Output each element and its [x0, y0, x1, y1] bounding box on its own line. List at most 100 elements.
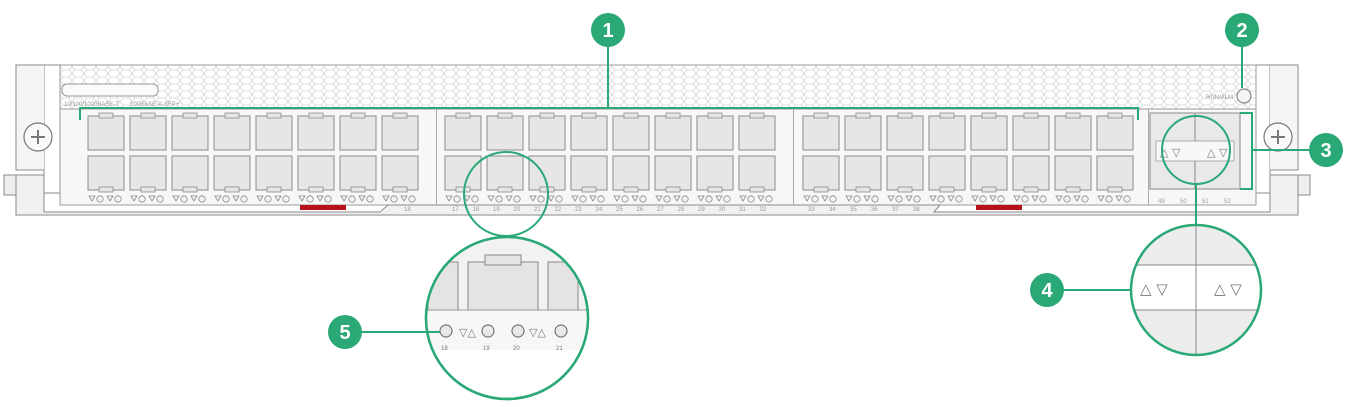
zoom-detail-led: ▽△ ▽△ 18 19 20 21	[424, 235, 590, 401]
rj45-port	[738, 115, 776, 151]
callout-2: 2	[1225, 13, 1259, 47]
port-led	[198, 195, 206, 203]
svg-text:▽△: ▽△	[529, 326, 546, 339]
port-led	[997, 195, 1005, 203]
port-led-indicator	[863, 195, 871, 202]
rj45-port-key	[707, 112, 723, 119]
rj45-port	[213, 115, 251, 151]
port-led-indicator	[232, 195, 240, 202]
port-number: 17	[452, 207, 459, 213]
port-led	[495, 195, 503, 203]
rj45-port-key	[855, 186, 871, 193]
port-led	[537, 195, 545, 203]
rj45-port-key	[182, 186, 198, 193]
port-number: 19	[493, 207, 500, 213]
rj45-port	[171, 155, 209, 191]
port-led-indicator	[673, 195, 681, 202]
rj45-port-key	[939, 112, 955, 119]
rj45-port-key	[98, 112, 114, 119]
port-led	[747, 195, 755, 203]
rj45-port	[528, 115, 566, 151]
port-number: 38	[913, 207, 920, 213]
port-number: 18	[404, 207, 411, 213]
rj45-port-key	[707, 186, 723, 193]
rj45-port-key	[1065, 186, 1081, 193]
port-number: 31	[739, 207, 746, 213]
rj45-port	[802, 115, 840, 151]
port-led	[96, 195, 104, 203]
rj45-port-key	[1065, 112, 1081, 119]
port-led	[453, 195, 461, 203]
label-plate	[61, 83, 159, 97]
rj45-port-key	[1107, 112, 1123, 119]
rj45-port	[802, 155, 840, 191]
port-led	[597, 195, 605, 203]
port-number: 24	[596, 207, 603, 213]
port-led-indicator	[971, 195, 979, 202]
port-led	[663, 195, 671, 203]
rj45-port-key	[665, 186, 681, 193]
port-number: 35	[850, 207, 857, 213]
sfp-cage: △ ▽ △ ▽	[1149, 112, 1241, 190]
port-number: 37	[892, 207, 899, 213]
rj45-port	[970, 155, 1008, 191]
rj45-port	[1054, 115, 1092, 151]
port-led	[282, 195, 290, 203]
rj45-port-key	[897, 112, 913, 119]
rj45-port-key	[581, 186, 597, 193]
port-led	[366, 195, 374, 203]
rj45-port-key	[665, 112, 681, 119]
port-led-indicator	[739, 195, 747, 202]
rj45-port	[255, 115, 293, 151]
rj45-port	[339, 155, 377, 191]
port-number: 28	[678, 207, 685, 213]
port-led	[723, 195, 731, 203]
port-led	[871, 195, 879, 203]
rj45-port	[1012, 155, 1050, 191]
port-led	[324, 195, 332, 203]
port-led-indicator	[757, 195, 765, 202]
port-led	[1021, 195, 1029, 203]
model-label-right: 100BASE-X-SFP+	[130, 102, 180, 108]
port-led-indicator	[256, 195, 264, 202]
rj45-port-key	[497, 112, 513, 119]
svg-text:3: 3	[1320, 140, 1331, 162]
port-led	[306, 195, 314, 203]
rj45-port-key	[539, 112, 555, 119]
port-led-indicator	[505, 195, 513, 202]
rj45-port-key	[140, 112, 156, 119]
port-led-indicator	[1055, 195, 1063, 202]
rj45-port-key	[981, 186, 997, 193]
rj45-port-key	[1023, 112, 1039, 119]
rj45-port-key	[224, 186, 240, 193]
svg-text:5: 5	[339, 322, 350, 344]
port-led-indicator	[613, 195, 621, 202]
port-led	[348, 195, 356, 203]
port-led-indicator	[887, 195, 895, 202]
rj45-port	[297, 115, 335, 151]
svg-text:△ ▽: △ ▽	[1140, 280, 1168, 298]
rj45-port	[928, 155, 966, 191]
port-led	[114, 195, 122, 203]
rj45-port	[612, 155, 650, 191]
rj45-port	[171, 115, 209, 151]
rj45-port	[87, 115, 125, 151]
port-led-indicator	[529, 195, 537, 202]
rj45-port	[970, 115, 1008, 151]
port-led	[408, 195, 416, 203]
port-led-indicator	[715, 195, 723, 202]
screw-left	[23, 122, 53, 152]
rj45-port-key	[749, 112, 765, 119]
port-led-indicator	[989, 195, 997, 202]
rj45-port-key	[350, 112, 366, 119]
port-led-indicator	[1073, 195, 1081, 202]
port-led	[138, 195, 146, 203]
rj45-port-key	[455, 112, 471, 119]
port-led-indicator	[487, 195, 495, 202]
port-led-indicator	[316, 195, 324, 202]
port-led-indicator	[697, 195, 705, 202]
port-led	[681, 195, 689, 203]
port-number: 32	[760, 207, 767, 213]
port-led	[765, 195, 773, 203]
port-number: 29	[698, 207, 705, 213]
